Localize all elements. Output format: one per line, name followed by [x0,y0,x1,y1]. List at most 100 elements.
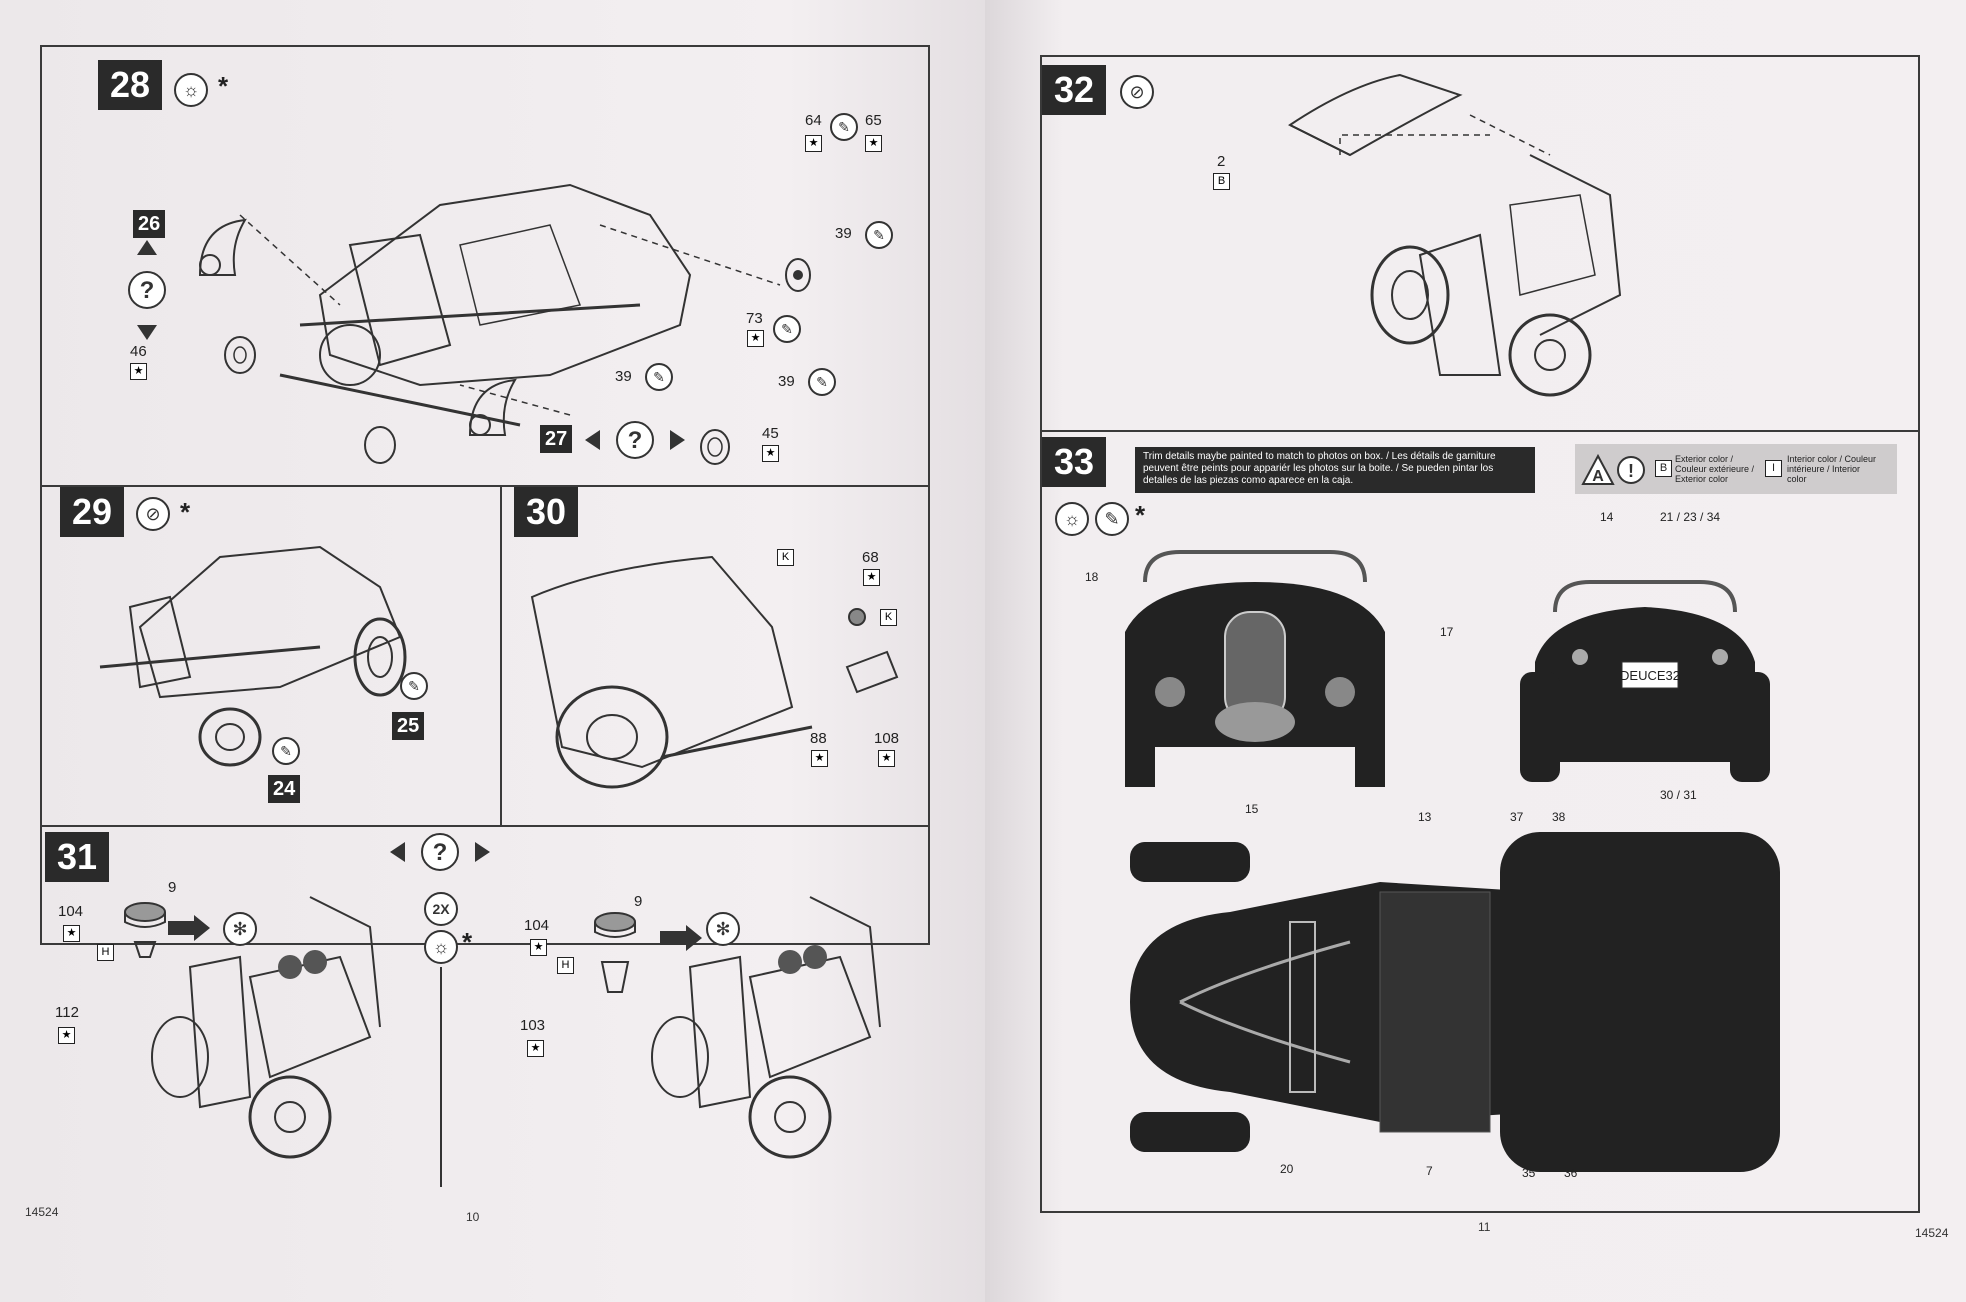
star-icon: * [462,927,473,957]
hubcap-part [364,426,396,464]
car-rear-view: DEUCE32 [1520,580,1770,782]
chrome-box: ★ [863,569,880,586]
star-icon: * [180,497,191,527]
chrome-box: ★ [805,135,822,152]
paint-icon: ✎ [865,221,893,249]
step-number: 30 [514,487,578,537]
b-box: B [1655,460,1672,477]
rear-body-drawing [530,555,813,789]
chrome-box: ★ [811,750,828,767]
left-frame [40,45,930,945]
chrome-box: ★ [130,363,147,380]
part-label-104: 104 [524,917,550,934]
divider-line [440,967,442,1187]
k-box: K [880,609,897,626]
fender-part [198,218,247,276]
chrome-box: ★ [63,925,80,942]
glue-icon: ☼ [424,930,458,964]
step-number: 32 [1042,65,1106,115]
b-box: B [1213,173,1230,190]
air-cleaner-part [594,912,636,993]
step-number: 29 [60,487,124,537]
star-icon: * [218,71,229,101]
part-label-64: 64 [805,112,822,129]
warning-icon: A [1581,453,1615,485]
divider [40,825,930,827]
double-arrow-icon: ? [390,833,490,871]
fender-part [468,378,517,436]
glue-icon: ☼ [174,73,208,107]
step-ref-26: 26 [133,210,166,238]
part-label-39: 39 [778,373,795,390]
h-box: H [97,944,114,961]
glue-star-icon: ✻ [706,912,740,946]
car-front-view [1125,550,1385,787]
part-label-9: 9 [634,893,643,910]
car-chassis-drawing [239,183,781,427]
part-label-9: 9 [168,879,177,896]
step-29-panel: 29 ⊘ * ✎ 25 ✎ 24 [40,487,500,825]
car-top-view [1130,832,1780,1172]
part-label-73: 73 [746,310,763,327]
glue-icon: ☼ [1055,502,1089,536]
svg-text:A: A [1592,468,1604,485]
no-glue-icon: ⊘ [1120,75,1154,109]
part-label-20: 20 [1280,1162,1294,1176]
no-glue-icon: ⊘ [136,497,170,531]
part-label-21-23-34: 21 / 23 / 34 [1660,510,1721,524]
part-label-14: 14 [1600,510,1614,524]
step-33-panel: 33 Trim details maybe painted to match t… [1040,432,1920,1212]
part-label-17: 17 [1440,625,1454,639]
count-badge: 2X [424,892,458,926]
chrome-box: ★ [865,135,882,152]
part-label-36: 36 [1564,1166,1578,1180]
engine-drawing [151,896,381,1159]
trim-note: Trim details maybe painted to match to p… [1135,447,1535,493]
hubcap-part [224,336,256,374]
air-cleaner-part [124,902,166,958]
page-number: 11 [1478,1220,1491,1234]
step-ref-24: 24 [268,775,301,803]
alert-icon: ! [1617,456,1645,484]
part-label-35: 35 [1522,1166,1536,1180]
right-frame [1040,55,1920,1213]
part-label-7: 7 [1426,1164,1433,1178]
brake-drum-part [785,258,811,292]
step-number: 31 [45,832,109,882]
part-label-38: 38 [1552,810,1566,824]
part-label-46: 46 [130,343,147,360]
catalog-number: 14524 [25,1205,59,1219]
car-wheels-drawing [99,545,407,767]
glue-star-icon: ✻ [223,912,257,946]
svg-text:!: ! [1628,461,1634,481]
engine-drawing [651,896,881,1159]
chrome-box: ★ [530,939,547,956]
chrome-box: ★ [58,1027,75,1044]
i-box: I [1765,460,1782,477]
step-number: 28 [98,60,162,110]
part-label-112: 112 [55,1004,79,1021]
page-number: 10 [466,1210,480,1224]
paint-icon: ✎ [1095,502,1129,536]
part-label-103: 103 [520,1017,546,1034]
step-32-panel: 32 ⊘ 2 B [1040,55,1920,430]
paint-icon: ✎ [830,113,858,141]
svg-text:?: ? [628,427,643,454]
k-box: K [777,549,794,566]
interior-color-text: Interior color / Couleur intérieure / In… [1787,454,1877,484]
part-label-39: 39 [835,225,852,242]
part-label-18: 18 [1085,570,1099,584]
paint-icon: ✎ [808,368,836,396]
right-arrow-icon [168,915,210,941]
plate-text: DEUCE32 [1620,668,1680,683]
double-arrow-icon: ? [585,421,685,459]
divider [1040,430,1920,432]
right-arrow-icon [660,925,702,951]
svg-text:?: ? [140,277,155,304]
paint-icon: ✎ [272,737,300,765]
step-ref-27: 27 [540,425,573,453]
exterior-color-text: Exterior color / Couleur extérieure / Ex… [1675,454,1755,484]
svg-text:?: ? [433,839,448,866]
color-legend: A ! B Exterior color / Couleur extérieur… [1575,444,1897,494]
step-30-panel: 30 K 68 ★ K 88 ★ 108 ★ [502,487,930,825]
